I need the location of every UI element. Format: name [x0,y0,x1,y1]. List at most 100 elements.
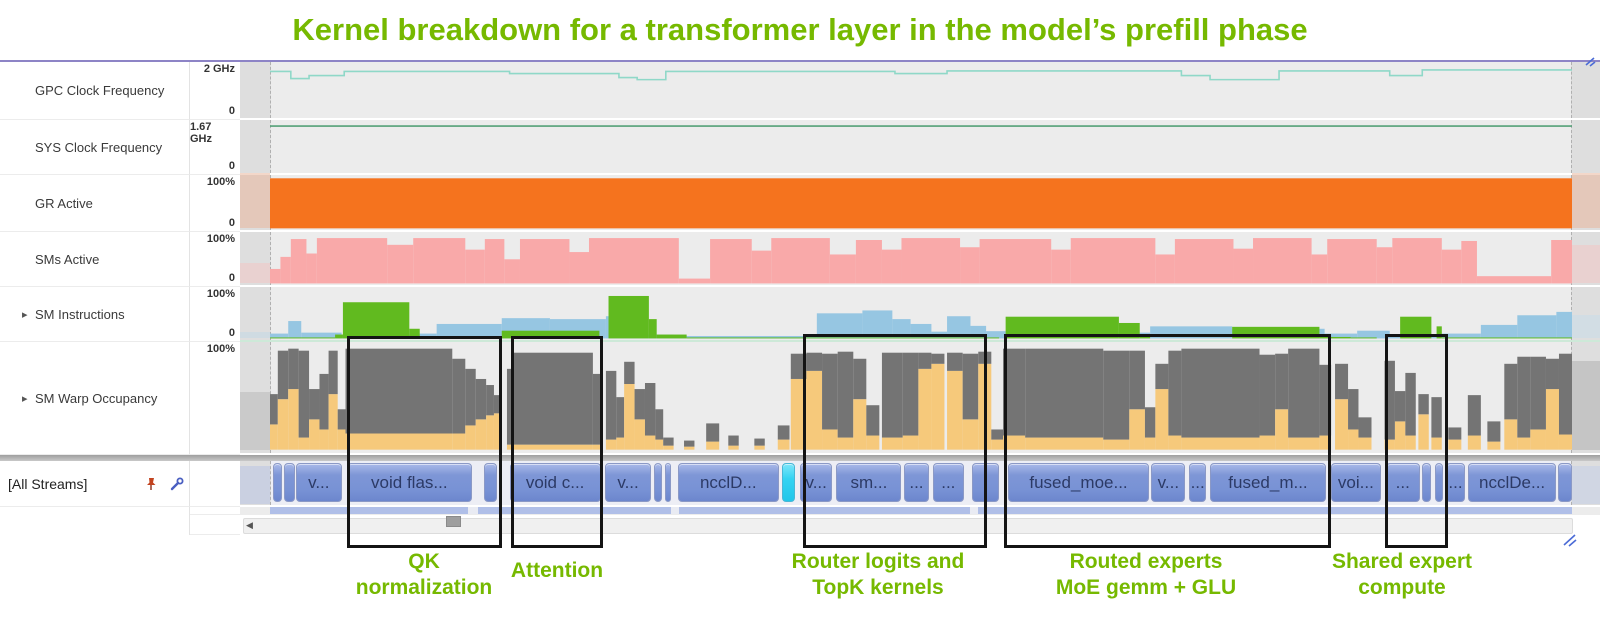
kernel-block-label: ... [1395,472,1410,492]
axis-max-label: 100% [206,233,235,245]
track-label-sys[interactable]: SYS Clock Frequency [0,120,190,175]
kernel-block[interactable] [654,463,662,502]
dim-fade [240,173,270,229]
axis-max-label: 100% [206,343,235,355]
kernel-block[interactable] [1422,463,1432,502]
kernel-block[interactable] [1557,463,1572,502]
expand-arrow-icon[interactable]: ▸ [22,308,28,321]
axis-zero-label: 0 [228,217,235,229]
dim-fade [240,263,270,284]
timeline-dimmed-right[interactable] [1571,62,1600,118]
kernel-block-v[interactable]: v... [296,463,342,502]
kernel-block-fusedm[interactable]: fused_m... [1210,463,1326,502]
timeline-dimmed-right[interactable] [1571,342,1600,453]
scrollbar-area: ◀ [240,515,1600,535]
kernel-block-ncclD[interactable]: ncclD... [677,463,780,502]
kernel-block-[interactable]: ... [1445,463,1466,502]
kernel-block-voidc[interactable]: void c... [509,463,601,502]
expand-arrow-icon[interactable]: ▸ [22,392,28,405]
resize-handle-icon[interactable] [1562,533,1578,547]
mini-label [0,507,190,515]
annotation-box-shared-expert [1385,334,1448,548]
track-plot-gr[interactable] [240,173,1600,232]
timeline-dimmed-left[interactable] [240,461,271,505]
scrollbar-left-arrow-icon[interactable]: ◀ [246,520,253,530]
track-plot-warp[interactable] [240,342,1600,455]
mini-selection-handle[interactable] [445,516,461,527]
kernel-block-voi[interactable]: voi... [1331,463,1381,502]
annotation-label-line: Routed experts [1069,550,1223,573]
kernel-block[interactable] [483,463,497,502]
track-label-gr[interactable]: GR Active [0,175,190,232]
kernel-block-label: v... [805,472,827,492]
kernel-block[interactable] [1435,463,1444,502]
kernel-block-v[interactable]: v... [604,463,652,502]
kernel-block-sm[interactable]: sm... [836,463,902,502]
kernel-block-[interactable]: ... [1189,463,1207,502]
kernel-block[interactable] [284,463,295,502]
timeline-dimmed-right[interactable] [1571,232,1600,285]
kernel-block-[interactable]: ... [932,463,964,502]
kernel-block-v[interactable]: v... [1151,463,1186,502]
kernel-block[interactable] [664,463,671,502]
timeline-dimmed-left[interactable] [240,120,271,173]
mini-overview-row [0,507,1600,515]
annotation-label-line: QK [408,550,440,573]
mini-overview[interactable] [240,507,1600,515]
streams-track-label[interactable]: [All Streams] [0,461,190,507]
streams-row: [All Streams] v... void flas... void c... v.… [0,461,1600,507]
timeline-dimmed-right[interactable] [1571,120,1600,173]
annotation-label: QK normalization [356,549,493,601]
timeline-dimmed-right[interactable] [1571,287,1600,340]
annotation-box-qk-normalization [347,336,502,548]
mini-overview-bar[interactable] [270,507,1572,514]
scrollbar-row: ◀ [0,515,1600,535]
kernel-block-[interactable]: ... [904,463,929,502]
row-group-separator [0,455,1600,461]
timeline-dimmed-left[interactable] [240,232,271,285]
kernel-block[interactable] [272,463,282,502]
kernel-block-label: void c... [525,472,585,492]
kernel-block-fusedmoe[interactable]: fused_moe... [1008,463,1149,502]
kernel-block-label: void flas... [371,472,448,492]
timeline-dimmed-right[interactable] [1571,461,1600,505]
track-axis-sms: 100%0 [190,232,240,287]
timeline-dimmed-right[interactable] [1571,173,1600,230]
kernel-block[interactable] [781,463,795,502]
dim-fade [240,466,270,504]
kernel-block-label: sm... [850,472,888,492]
annotation-box-routed-experts [1004,334,1331,548]
mini-axis [190,507,240,515]
timeline-dimmed-left[interactable] [240,287,271,340]
track-label-gpc[interactable]: GPC Clock Frequency [0,62,190,120]
track-label-smi[interactable]: ▸SM Instructions [0,287,190,342]
axis-max-label: 1.67 GHz [190,121,212,145]
track-plot-sms[interactable] [240,232,1600,287]
track-chart-smi [270,287,1572,340]
track-axis-smi: 100%0 [190,287,240,342]
timeline-dimmed-left[interactable] [240,342,271,453]
timeline-dimmed-left[interactable] [240,173,271,230]
track-label-sms[interactable]: SMs Active [0,232,190,287]
kernel-block-ncclDe[interactable]: ncclDe... [1467,463,1557,502]
pin-icon[interactable] [143,476,159,492]
kernel-block-label: ... [941,472,956,492]
timeline-dimmed-left[interactable] [240,62,271,118]
track-plot-gpc[interactable] [240,62,1600,120]
kernel-block-label: ... [1190,472,1205,492]
annotation-label-line: MoE gemm + GLU [1055,576,1237,599]
axis-max-label: 100% [206,176,235,188]
annotation-label-line: normalization [355,576,493,599]
kernel-block-label: v... [1157,472,1180,492]
annotation-label-line: compute [1358,576,1446,599]
wrench-icon[interactable] [169,476,185,492]
annotation-box-router-logits [803,334,987,548]
axis-max-label: 2 GHz [203,63,235,75]
track-plot-sys[interactable] [240,120,1600,175]
horizontal-scrollbar[interactable] [243,516,1573,534]
track-label-warp[interactable]: ▸SM Warp Occupancy [0,342,190,455]
